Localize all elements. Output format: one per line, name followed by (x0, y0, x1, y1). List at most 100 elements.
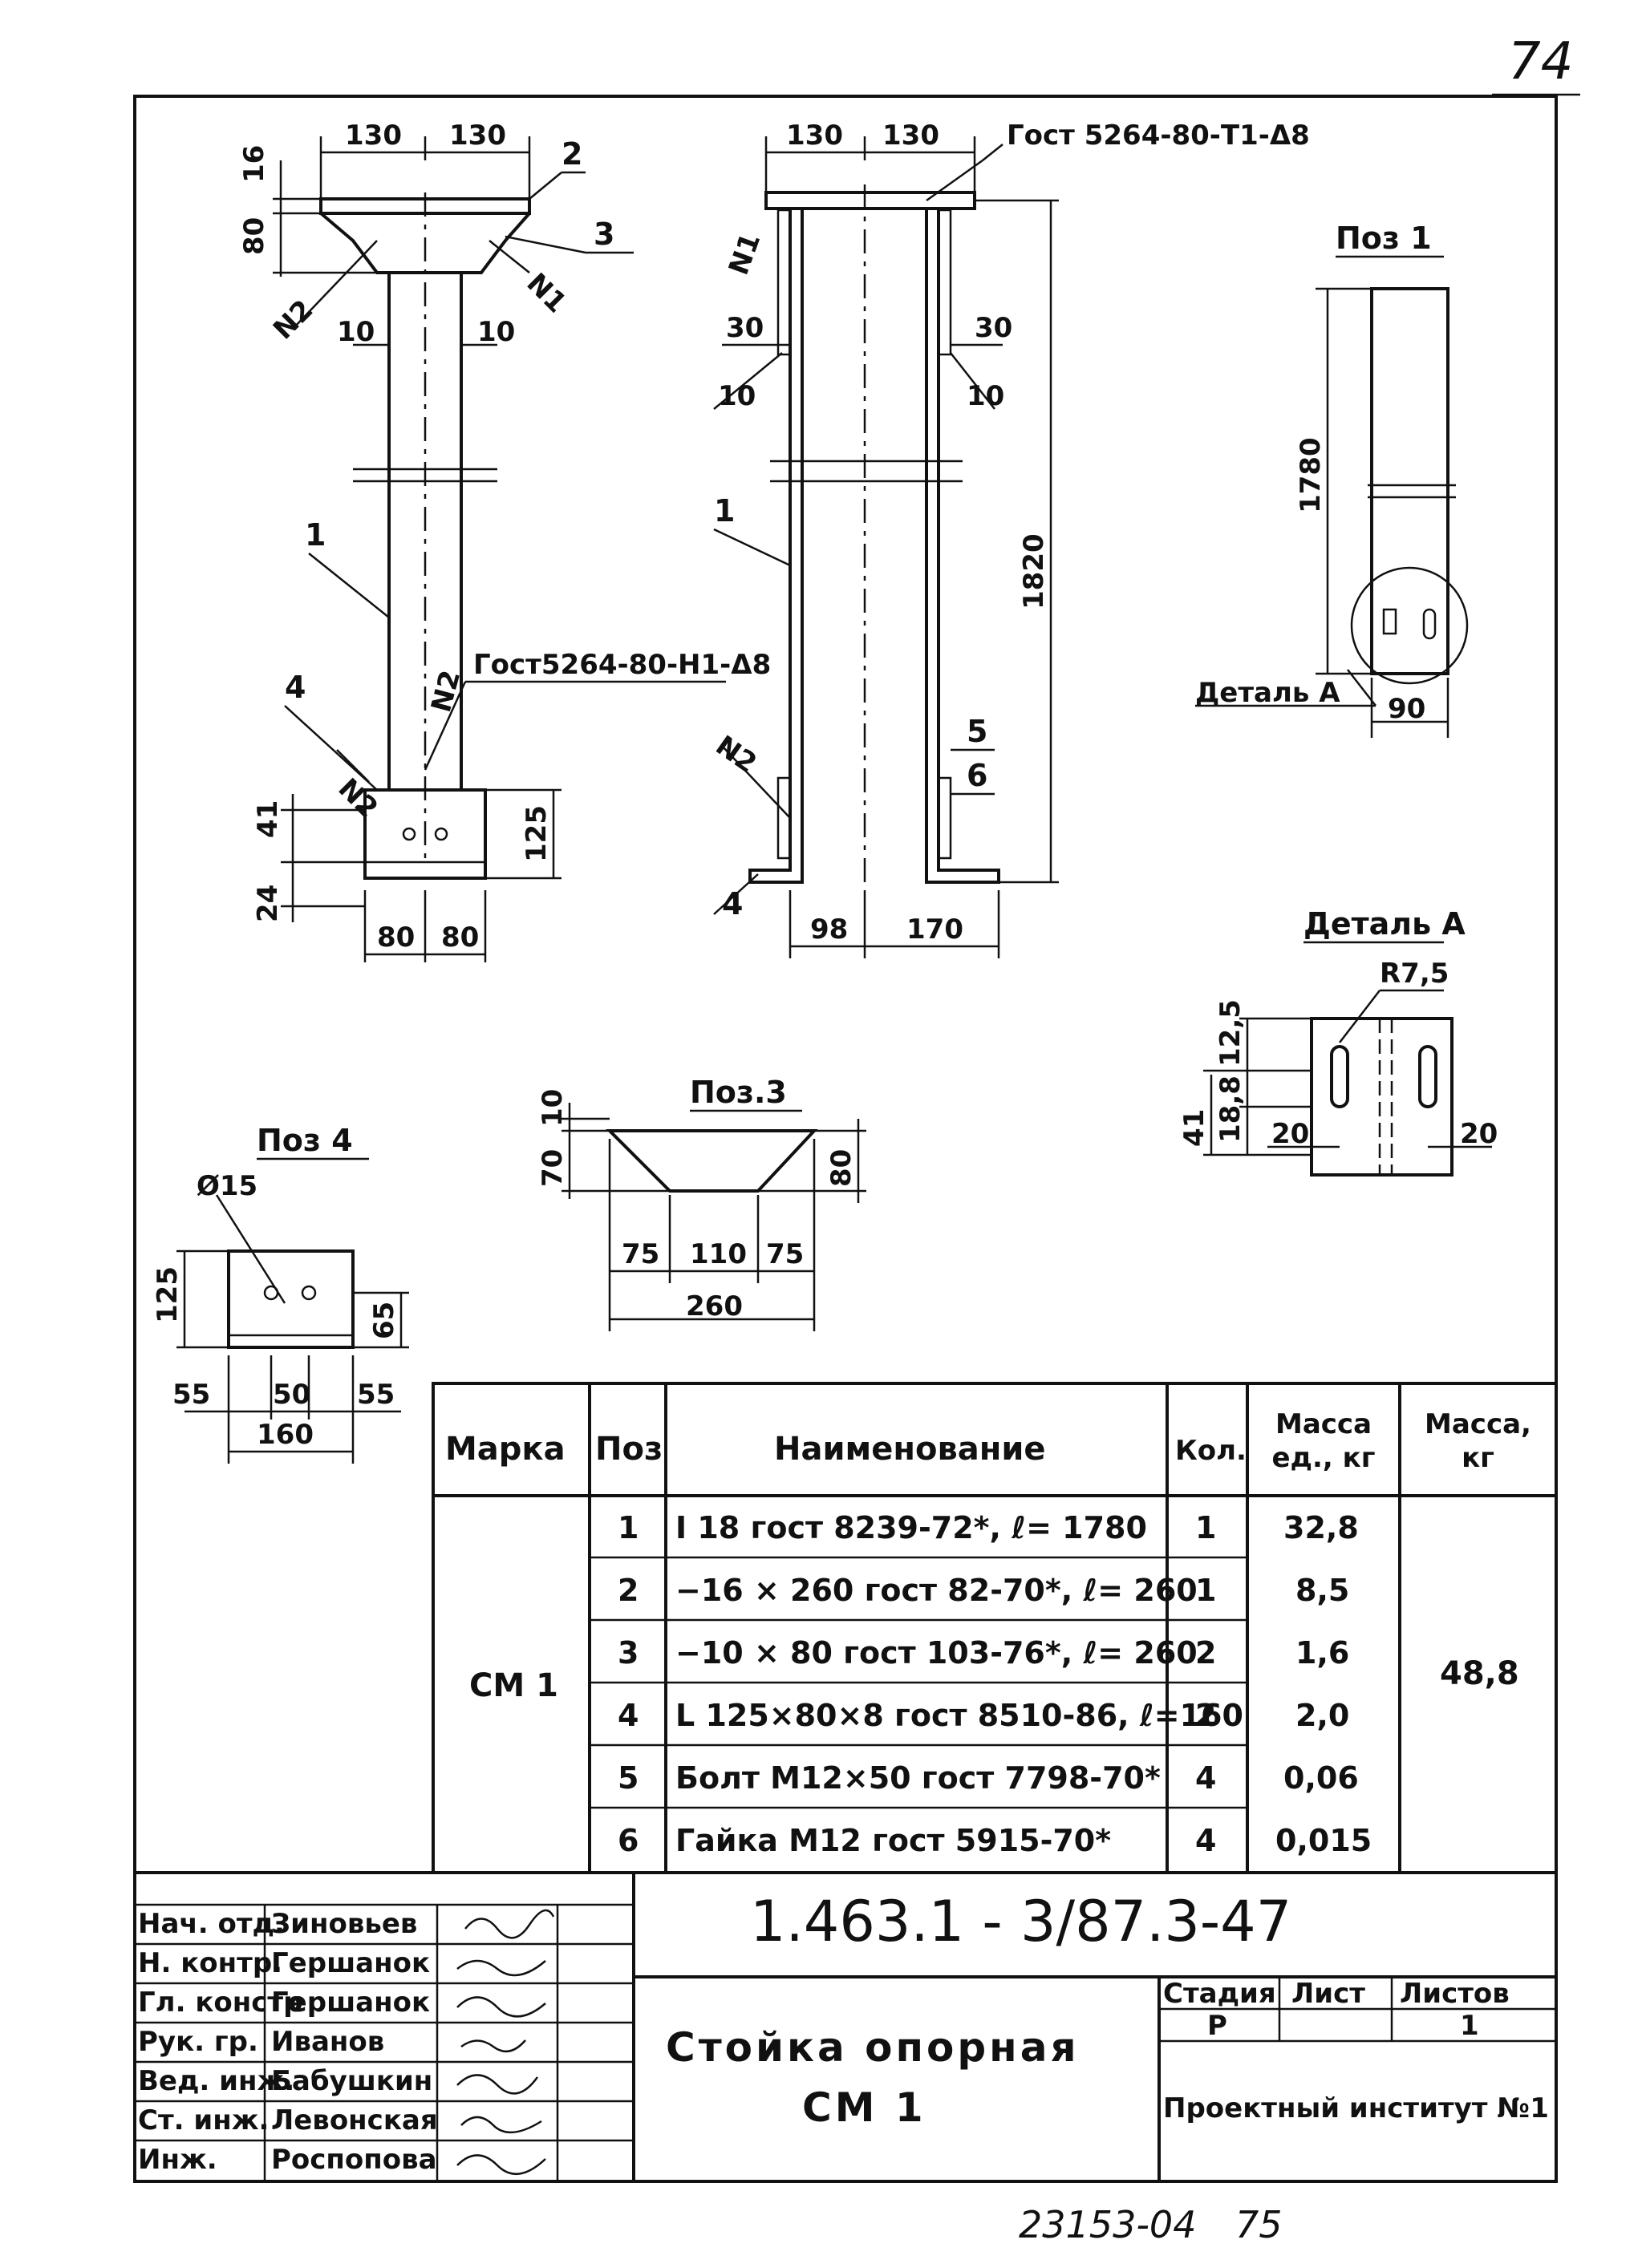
poz3-dim-3: 80 (825, 1149, 857, 1187)
poz4-dim-6: 160 (257, 1419, 314, 1451)
side-dim-8: 98 (810, 913, 848, 946)
side-dim-4: 30 (975, 312, 1012, 344)
detail-a-dim-4: 20 (1271, 1118, 1309, 1150)
front-view: 130 130 16 80 10 10 41 24 125 80 80 2 3 … (238, 119, 771, 962)
poz1-detail-label: Деталь А (1195, 677, 1340, 709)
signatures (456, 1909, 555, 2176)
spec-row-5-qty: 4 (1195, 1760, 1216, 1796)
title-block: Нач. отд. Зиновьев Н. контр. Гершанок Гл… (133, 1871, 1558, 2183)
spec-header-mark: Марка (445, 1431, 566, 1468)
poz1-view: Поз 1 1780 90 Деталь А (1195, 221, 1469, 738)
document-code: 1.463.1 - 3/87.3-47 (750, 1889, 1291, 1954)
signer-5-name: Бабушкин (271, 2065, 432, 2097)
spec-header-mass: Масса, кг (1425, 1408, 1531, 1474)
spec-row-2-name: −16 × 260 гост 82-70*, ℓ= 260 (675, 1573, 1198, 1608)
side-dim-2: 130 (882, 119, 939, 152)
signer-7-name: Роспопова (271, 2144, 437, 2176)
poz3-dim-5: 110 (690, 1238, 747, 1270)
spec-row-5-name: Болт М12×50 гост 7798-70* (675, 1760, 1161, 1796)
spec-row-5-pos: 5 (618, 1760, 639, 1796)
poz3-dim-2: 70 (537, 1149, 569, 1187)
spec-row-4-pos: 4 (618, 1698, 639, 1733)
spec-row-1-pos: 1 (618, 1510, 639, 1545)
detail-a-dim-2: 18,8 (1214, 1075, 1247, 1143)
poz3-dim-7: 260 (686, 1290, 743, 1322)
front-label-n1: N1 (521, 267, 573, 319)
spec-row-6-mass: 0,015 (1275, 1823, 1372, 1858)
spec-mark: СМ 1 (469, 1667, 558, 1704)
spec-row-3-mass: 1,6 (1295, 1635, 1349, 1671)
front-label-3: 3 (594, 217, 614, 252)
spec-header-qty: Кол. (1175, 1435, 1247, 1467)
front-dim-3: 16 (238, 145, 270, 183)
front-dim-11: 80 (441, 921, 479, 954)
side-label-6: 6 (967, 758, 987, 793)
side-view: 130 130 30 30 10 10 1820 98 170 N1 1 N2 … (710, 119, 1310, 958)
side-dim-7: 1820 (1018, 533, 1050, 610)
poz3-dim-1: 10 (537, 1089, 569, 1127)
detail-a-title: Деталь А (1303, 906, 1466, 942)
signer-3-role: Гл. констр (138, 1987, 302, 2019)
title-line-1: Стойка опорная (666, 2024, 1080, 2071)
signer-4-role: Рук. гр. (138, 2026, 258, 2058)
spec-header-name: Наименование (774, 1431, 1046, 1468)
spec-row-6-qty: 4 (1195, 1823, 1216, 1858)
signer-6-name: Левонская (271, 2104, 438, 2136)
spec-row-1-mass: 32,8 (1283, 1510, 1359, 1545)
side-label-1: 1 (714, 493, 735, 529)
poz4-dim-4: 50 (273, 1379, 310, 1411)
spec-row-3-pos: 3 (618, 1635, 639, 1671)
spec-row-1-qty: 1 (1195, 1510, 1216, 1545)
side-label-5: 5 (967, 714, 987, 749)
poz1-dim-90: 90 (1388, 693, 1425, 725)
poz4-dim-2: 65 (368, 1302, 400, 1339)
poz3-title: Поз.3 (690, 1075, 787, 1110)
detail-a-dim-5: 20 (1460, 1118, 1498, 1150)
spec-row-6-pos: 6 (618, 1823, 639, 1858)
stage-label: Стадия (1163, 1978, 1276, 2010)
spec-header-unit-mass: Масса ед., кг (1271, 1408, 1376, 1474)
front-dim-4: 80 (238, 217, 270, 255)
front-dim-2: 130 (449, 119, 506, 152)
spec-row-2-mass: 8,5 (1295, 1573, 1349, 1608)
signer-2-name: Гершанок (271, 1947, 430, 1979)
spec-row-3-qty: 2 (1195, 1635, 1216, 1671)
spec-row-6-name: Гайка М12 гост 5915-70* (675, 1823, 1111, 1858)
poz3-dim-6: 75 (766, 1238, 804, 1270)
side-dim-3: 30 (726, 312, 764, 344)
page-number: 74 (1508, 32, 1573, 91)
spec-row-3-name: −10 × 80 гост 103-76*, ℓ= 260 (675, 1635, 1198, 1671)
signer-7-role: Инж. (138, 2144, 217, 2176)
poz4-dim-5: 55 (357, 1379, 395, 1411)
detail-a-dim-1: 12,5 (1214, 999, 1247, 1067)
poz4-view: Поз 4 Ø15 125 65 55 50 55 160 (152, 1123, 409, 1464)
bottom-note-2: 75 (1235, 2203, 1283, 2246)
stage-value: Р (1207, 2010, 1227, 2042)
organization: Проектный институт №1 (1163, 2092, 1549, 2124)
front-label-n2-b: N2 (332, 772, 384, 824)
poz3-view: Поз.3 10 70 80 75 110 75 260 (537, 1075, 866, 1331)
poz4-dim-1: 125 (152, 1266, 184, 1323)
spec-header-pos: Поз (595, 1431, 663, 1468)
signer-3-name: Гершанок (271, 1987, 430, 2019)
side-label-4: 4 (722, 886, 743, 921)
front-dim-8: 24 (252, 885, 284, 922)
front-label-4: 4 (285, 670, 306, 705)
spec-row-4-name: L 125×80×8 гост 8510-86, ℓ=160 (675, 1698, 1243, 1733)
bottom-note: 23153-04 (1019, 2203, 1196, 2246)
signer-2-role: Н. контр. (138, 1947, 282, 1979)
poz1-title: Поз 1 (1336, 221, 1432, 256)
side-dim-6: 10 (967, 380, 1004, 412)
spec-total-mass: 48,8 (1440, 1655, 1519, 1692)
poz4-dim-3: 55 (172, 1379, 210, 1411)
signer-4-name: Иванов (271, 2026, 384, 2058)
signer-5-role: Вед. инж. (138, 2065, 294, 2097)
detail-a-view: Деталь А R7,5 12,5 18,8 41 20 20 (1178, 906, 1498, 1177)
front-dim-5: 10 (337, 316, 375, 348)
poz3-dim-4: 75 (622, 1238, 659, 1270)
sheets-label: Листов (1400, 1978, 1510, 2010)
front-dim-10: 80 (377, 921, 415, 954)
detail-a-radius: R7,5 (1380, 958, 1449, 990)
poz4-title: Поз 4 (257, 1123, 353, 1158)
